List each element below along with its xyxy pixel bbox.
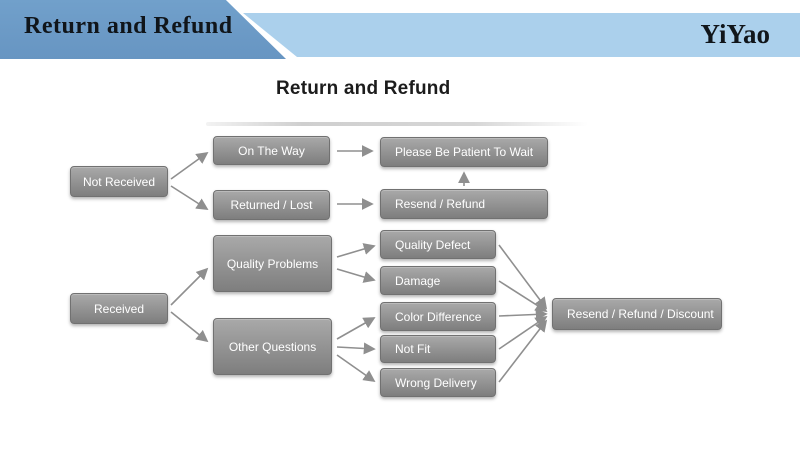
node-please-be-patient-to-wait: Please Be Patient To Wait <box>380 137 548 167</box>
node-quality-defect: Quality Defect <box>380 230 496 259</box>
node-on-the-way: On The Way <box>213 136 330 165</box>
node-other-questions: Other Questions <box>213 318 332 375</box>
node-resend-refund: Resend / Refund <box>380 189 548 219</box>
node-not-received: Not Received <box>70 166 168 197</box>
node-received: Received <box>70 293 168 324</box>
node-not-fit: Not Fit <box>380 335 496 363</box>
diagram-title: Return and Refund <box>276 78 451 99</box>
node-wrong-delivery: Wrong Delivery <box>380 368 496 397</box>
node-quality-problems: Quality Problems <box>213 235 332 292</box>
node-returned-lost: Returned / Lost <box>213 190 330 220</box>
node-damage: Damage <box>380 266 496 295</box>
brand-logo: YiYao <box>700 19 770 49</box>
header: Return and Refund YiYao <box>0 0 800 60</box>
node-resend-refund-discount: Resend / Refund / Discount <box>552 298 722 330</box>
node-color-difference: Color Difference <box>380 302 496 331</box>
header-light-ribbon <box>243 13 800 57</box>
section-divider <box>206 122 588 126</box>
header-title: Return and Refund <box>24 13 233 39</box>
